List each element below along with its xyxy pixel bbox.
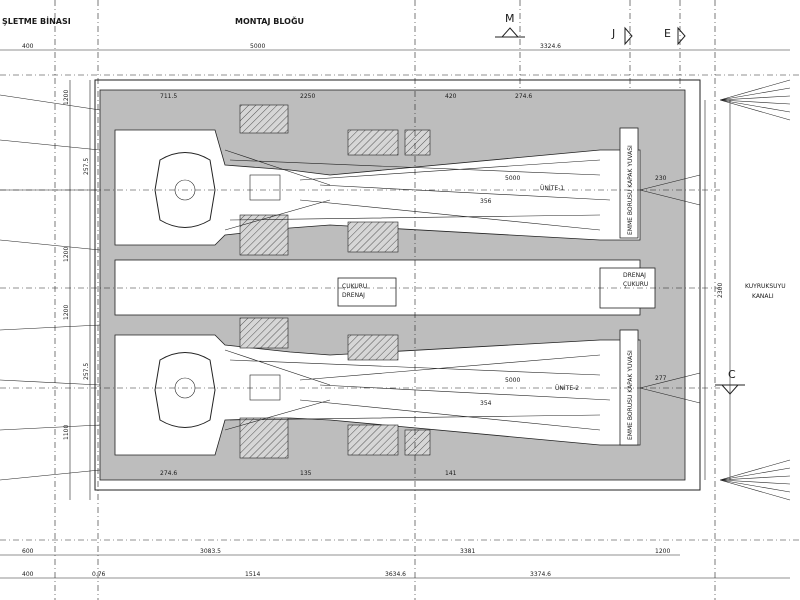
label-drenaj: DRENAJ (623, 272, 646, 279)
label-kuyruksuyu-kanali: KANALI (752, 293, 774, 300)
label-unite-2: ÜNİTE-2 (555, 385, 579, 392)
dim-left-e: 257.5 (83, 363, 90, 380)
dim-inner-c: 230 (655, 175, 667, 182)
dim-left-f: 1100 (63, 425, 70, 440)
dim-bottom-2-c: 3634.6 (385, 571, 406, 578)
dim-row-c: 420 (445, 93, 457, 100)
svg-text:M: M (505, 12, 515, 25)
dim-row-b: 2250 (300, 93, 315, 100)
hatch-block-5 (347, 129, 399, 156)
dim-bottom-1-mid: 3083.5 (200, 548, 221, 555)
dim-row-a: 711.5 (160, 93, 177, 100)
dim-bottom-2-d: 3374.6 (530, 571, 551, 578)
label-unite-1: ÜNİTE-1 (540, 185, 564, 192)
gate-slot-2 (619, 329, 639, 446)
hatch-block-9 (404, 129, 431, 156)
gate-slot-1 (619, 127, 639, 239)
dim-top-left: 400 (22, 43, 34, 50)
label-kuyruksuyu: KUYRUKSUYU (745, 283, 786, 290)
dim-bottom-1-mid2: 3381 (460, 548, 475, 555)
dim-top-right: 3324.6 (540, 43, 561, 50)
building-outline (94, 79, 701, 491)
dim-bottom-1-right: 1200 (655, 548, 670, 555)
svg-text:C: C (728, 368, 736, 381)
label-cukuru-drenaj: DRENAJ (342, 292, 365, 299)
dim-left-b: 257.5 (83, 158, 90, 175)
left-pipes (0, 94, 101, 481)
dim-inner-b: 354 (480, 400, 492, 407)
label-emme-kapagi-1: EMME BORUSU KAPAK YUVASI (627, 145, 634, 235)
hatch-block-10 (404, 429, 431, 456)
drainage-pit-left (337, 277, 397, 307)
dimension-lines (0, 49, 790, 579)
section-marker-j: J (611, 26, 633, 46)
label-drenaj-cukuru: ÇUKURU (623, 281, 648, 288)
dim-row-e: 274.6 (160, 470, 177, 477)
dim-unit-1: 5000 (505, 175, 520, 182)
dim-right: 2300 (717, 283, 724, 298)
dim-row-d: 274.6 (515, 93, 532, 100)
svg-text:E: E (664, 27, 671, 40)
hatch-block-2 (239, 214, 289, 256)
dim-inner-a: 356 (480, 198, 492, 205)
dim-left-a: 1200 (63, 247, 70, 262)
hatch-block-3 (239, 317, 289, 349)
dim-left-c: 1200 (63, 90, 70, 105)
hatch-block-1 (239, 104, 289, 134)
label-cukuru: ÇUKURU (342, 283, 367, 290)
section-marker-c: C (715, 368, 745, 395)
hatch-block-7 (347, 334, 399, 361)
hatch-block-6 (347, 221, 399, 253)
dim-bottom-2-b: 1514 (245, 571, 260, 578)
dim-row-f: 135 (300, 470, 312, 477)
label-emme-kapagi-2: EMME BORUSU KAPAK YUVASI (627, 350, 634, 440)
dim-left-d: 1200 (63, 305, 70, 320)
dim-top-mid: 5000 (250, 43, 265, 50)
dim-bottom-1-left: 600 (22, 548, 34, 555)
dim-row-g: 141 (445, 470, 457, 477)
section-marker-e: E (664, 26, 686, 46)
section-marker-m: M (495, 12, 525, 38)
hatch-block-8 (347, 424, 399, 456)
tailrace-lines (639, 79, 791, 501)
label-montaj-blogu: MONTAJ BLOĞU (235, 15, 304, 26)
svg-text:J: J (611, 27, 615, 40)
hatch-block-4 (239, 417, 289, 459)
dim-inner-d: 277 (655, 375, 667, 382)
dim-bottom-2-a: 0.76 (92, 571, 106, 578)
dim-bottom-2-left: 400 (22, 571, 34, 578)
dim-unit-2: 5000 (505, 377, 520, 384)
label-isletme-binasi: ŞLETME BİNASI (2, 16, 71, 26)
